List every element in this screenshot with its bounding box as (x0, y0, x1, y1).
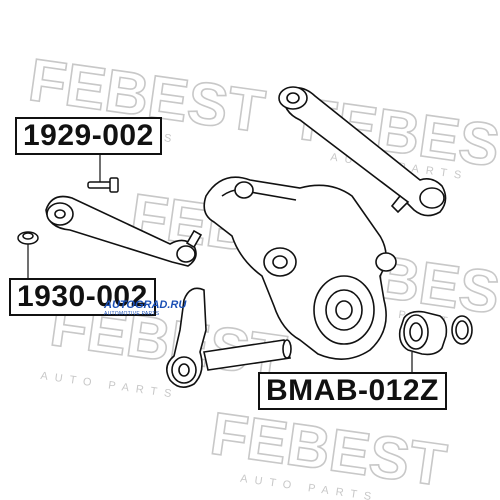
nut-1930 (17, 231, 39, 245)
site-logo-sub: AUTOMOTIVE PARTS (104, 311, 160, 317)
bolt-1929 (87, 177, 119, 193)
site-logo-name: AUTOGRAD.RU (104, 299, 187, 311)
part-number-1929: 1929-002 (15, 117, 162, 155)
part-number-bmab: BMAB-012Z (258, 372, 447, 410)
wheel-carrier (203, 176, 397, 360)
part-number-1930: 1930-002 (9, 278, 156, 316)
lower-link (166, 287, 292, 388)
lower-control-arm (45, 195, 203, 267)
bushing-bmab (398, 310, 473, 356)
site-logo: AUTOGRAD.RU AUTOMOTIVE PARTS (104, 299, 187, 318)
watermark-tagline-3: AUTO PARTS (40, 370, 179, 401)
upper-control-arm (278, 86, 447, 217)
